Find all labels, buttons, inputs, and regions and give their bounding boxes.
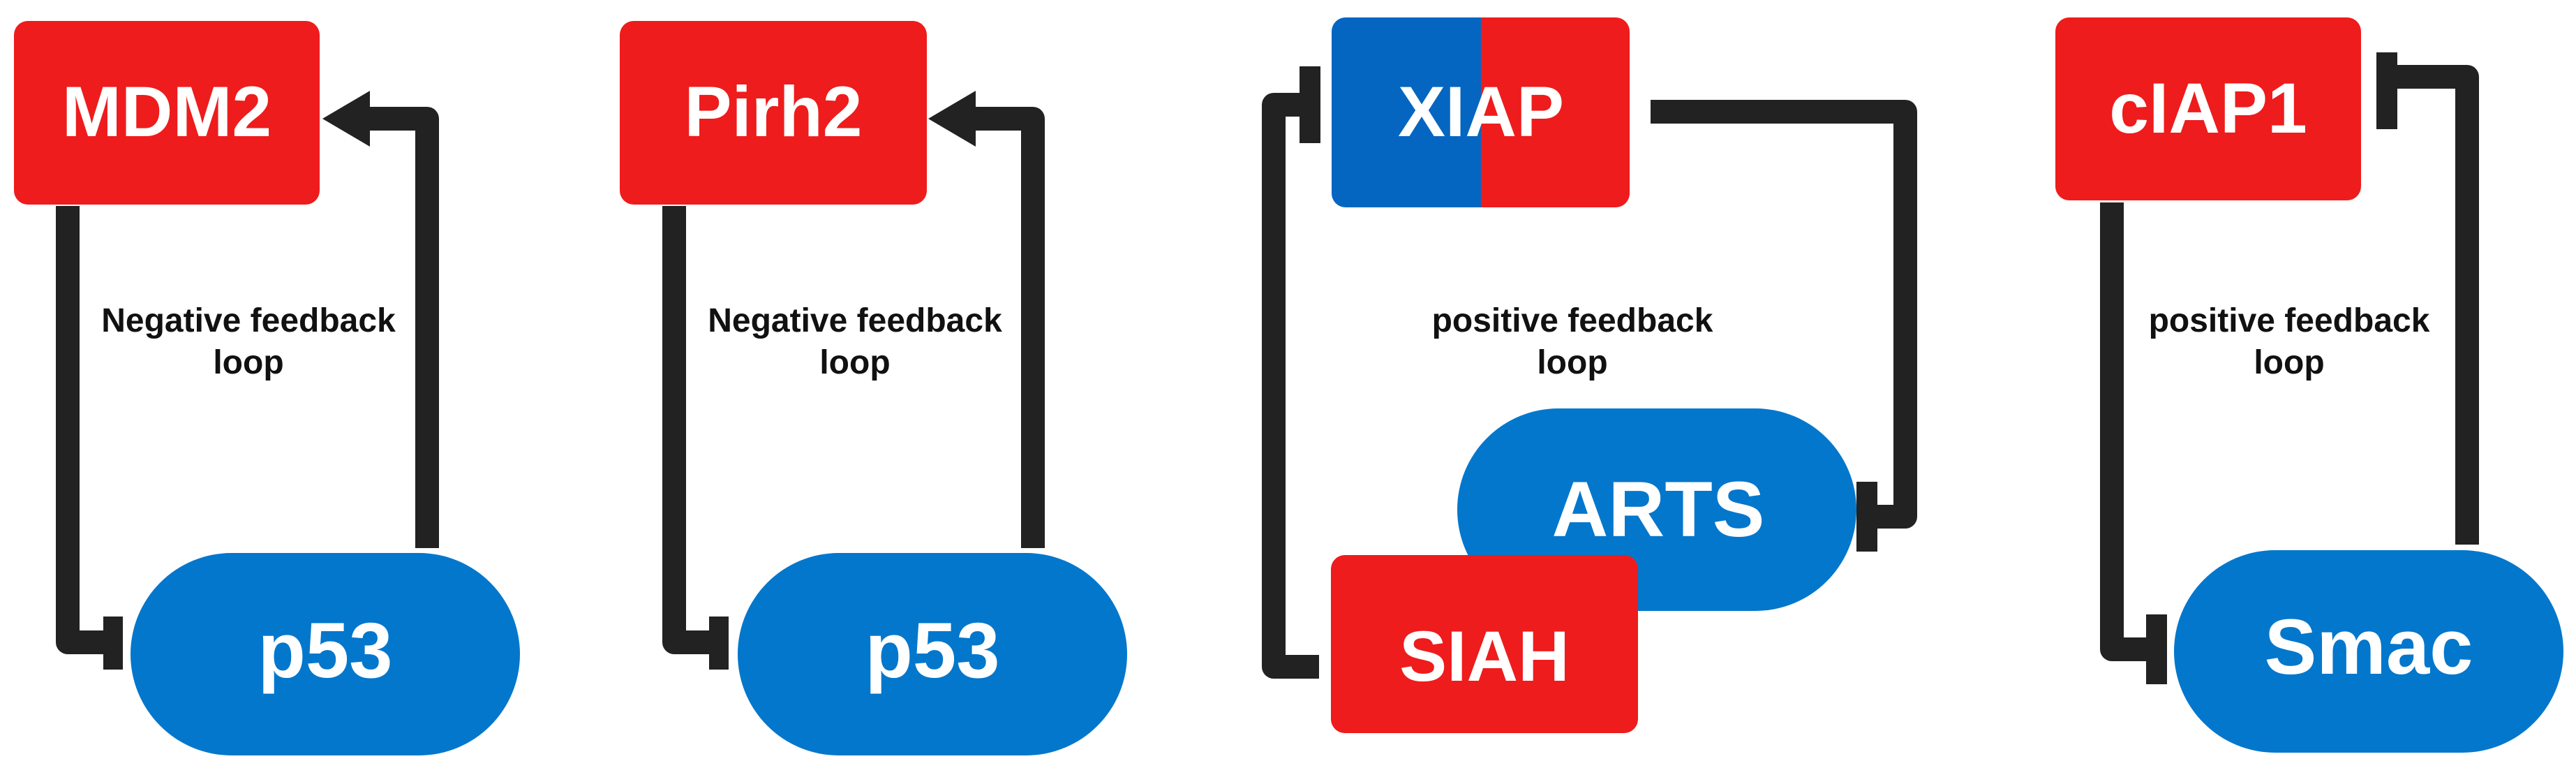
mdm2-to-p53-inhibition-line [56, 206, 112, 654]
xiap-node-blue [1332, 17, 1492, 207]
pirh2-label: Pirh2 [684, 72, 862, 152]
xiap-node-seam-red [1481, 17, 1495, 207]
p53-to-mdm2-activation-line [363, 107, 439, 548]
siah-label: SIAH [1399, 617, 1570, 696]
smac-node [2174, 550, 2563, 753]
panel-pirh2-p53: Pirh2 p53 Negative feedback loop [620, 21, 1127, 755]
xiap-node-seam-blue [1466, 17, 1481, 207]
smac-label: Smac [2265, 603, 2473, 691]
p53-node [738, 553, 1127, 755]
pirh2-to-p53-inhibition-line [662, 206, 719, 654]
loop-label-line1: positive feedback [1432, 302, 1713, 339]
xiap-to-arts-inhibition-line [1651, 100, 1917, 529]
p53-label: p53 [258, 607, 393, 694]
p53-node [131, 553, 520, 755]
panel-mdm2-p53: MDM2 p53 Negative feedback loop [14, 21, 520, 755]
loop-label-line1: Negative feedback [101, 302, 396, 339]
panel-ciap1-smac: cIAP1 Smac positive feedback loop [2055, 17, 2563, 753]
pirh2-node [620, 21, 927, 205]
ciap1-to-smac-tbar [2146, 614, 2167, 684]
loop-label-line1: positive feedback [2149, 302, 2430, 339]
pirh2-to-p53-tbar [709, 617, 729, 670]
xiap-label: XIAP [1398, 72, 1564, 152]
p53-label: p53 [865, 607, 1000, 694]
xiap-to-arts-tbar [1856, 482, 1877, 552]
p53-to-mdm2-arrowhead [322, 91, 370, 147]
loop-label-line2: loop [2254, 344, 2324, 381]
siah-to-xiap-tbar [1300, 66, 1320, 143]
loop-label-line2: loop [1537, 344, 1607, 381]
loop-label-line1: Negative feedback [708, 302, 1002, 339]
loop-label-line2: loop [213, 344, 283, 381]
siah-to-xiap-inhibition-line [1262, 93, 1319, 679]
smac-to-ciap1-tbar [2376, 52, 2397, 129]
mdm2-label: MDM2 [62, 72, 271, 152]
p53-to-pirh2-arrowhead [928, 91, 976, 147]
p53-to-pirh2-activation-line [970, 107, 1045, 548]
ciap1-node [2055, 17, 2361, 200]
ciap1-to-smac-inhibition-line [2100, 202, 2153, 661]
arts-label: ARTS [1552, 466, 1765, 553]
smac-to-ciap1-inhibition-line [2390, 65, 2479, 545]
mdm2-to-p53-tbar [103, 617, 123, 670]
xiap-node [1332, 17, 1630, 207]
mdm2-node [14, 21, 320, 205]
loop-label-line2: loop [819, 344, 890, 381]
xiap-node-red [1480, 17, 1630, 207]
ciap1-label: cIAP1 [2109, 68, 2307, 148]
panel-xiap-arts-siah: ARTS XIAP SIAH positive feedback loop [1262, 17, 1917, 733]
siah-node [1331, 555, 1638, 733]
